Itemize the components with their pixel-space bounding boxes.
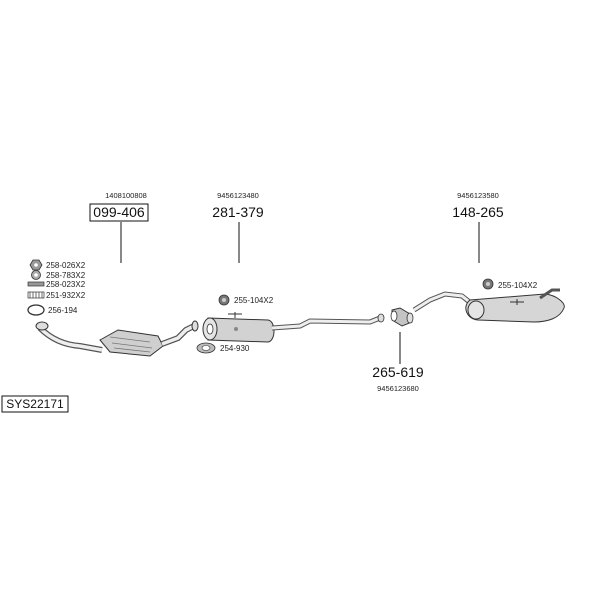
spring-icon	[27, 291, 45, 299]
rubber-mount-icon	[482, 278, 494, 290]
part-code-4: 9456123680	[377, 384, 419, 393]
accessory-label-6: 255-104X2	[234, 296, 274, 305]
part-code-1: 1408100808	[105, 191, 147, 200]
accessory-clamp[interactable]: 254-930	[196, 342, 250, 354]
system-code-box	[1, 395, 69, 413]
part-number-4[interactable]: 265-619	[372, 364, 424, 380]
bolt-icon	[27, 281, 45, 287]
accessory-gasket-ring[interactable]: 256-194	[27, 304, 78, 316]
clamp-icon	[196, 342, 216, 354]
accessory-washer[interactable]: 258-783X2	[31, 270, 86, 281]
accessory-label-2: 258-783X2	[46, 271, 86, 280]
catalytic-converter[interactable]	[35, 320, 199, 357]
accessory-label-8: 255-104X2	[498, 281, 538, 290]
accessory-spring[interactable]: 251-932X2	[27, 291, 86, 300]
part-number-box[interactable]	[89, 203, 149, 222]
system-code: SYS22171	[6, 397, 64, 411]
accessory-label-1: 258-026X2	[46, 261, 86, 270]
accessory-label-3: 258-023X2	[46, 280, 86, 289]
accessory-bolt[interactable]: 258-023X2	[27, 280, 86, 289]
accessory-nut[interactable]: 258-026X2	[29, 259, 86, 271]
accessory-label-7: 254-930	[220, 344, 250, 353]
gasket-ring-icon	[27, 304, 45, 316]
accessory-rubber-mount-1[interactable]: 255-104X2	[218, 294, 274, 306]
accessory-label-5: 256-194	[48, 306, 78, 315]
part-number-3[interactable]: 148-265	[452, 204, 504, 220]
accessory-rubber-mount-2[interactable]: 255-104X2	[482, 278, 538, 290]
part-number-2[interactable]: 281-379	[212, 204, 264, 220]
middle-silencer[interactable]	[202, 312, 385, 343]
rear-silencer[interactable]	[412, 288, 565, 323]
part-number-1[interactable]: 099-406	[93, 204, 145, 220]
part-code-3: 9456123580	[457, 191, 499, 200]
accessory-label-4: 251-932X2	[46, 291, 86, 300]
rubber-mount-icon	[218, 294, 230, 306]
pipe-joint[interactable]	[390, 307, 414, 327]
part-code-2: 9456123480	[217, 191, 259, 200]
